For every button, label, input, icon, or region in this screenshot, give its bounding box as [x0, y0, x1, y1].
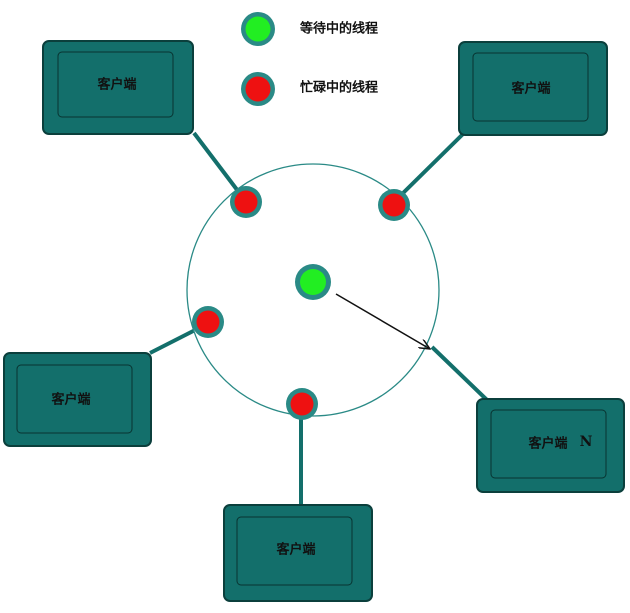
connector-top-right [396, 132, 465, 200]
connector-right [430, 345, 489, 402]
legend-busy-marker [241, 72, 275, 106]
legend: 等待中的线程 忙碌中的线程 [241, 12, 378, 106]
client-n-suffix: N [580, 434, 593, 450]
client-label: 客户端 [97, 77, 136, 93]
legend-busy-label: 忙碌中的线程 [300, 80, 378, 96]
client-box-left: 客户端 [3, 352, 152, 447]
legend-waiting-marker [241, 12, 275, 46]
busy-thread-top-right [378, 189, 410, 221]
client-box-n: 客户端 N [476, 398, 625, 493]
legend-waiting-label: 等待中的线程 [299, 21, 378, 37]
client-box-top-right: 客户端 [458, 41, 608, 136]
waiting-thread-center [295, 264, 331, 300]
client-label: 客户端 [276, 542, 315, 558]
client-label: 客户端 [528, 436, 567, 452]
busy-thread-left [192, 306, 224, 338]
busy-thread-top-left [230, 186, 262, 218]
client-label: 客户端 [511, 81, 550, 97]
client-box-top-left: 客户端 [42, 40, 194, 135]
client-label: 客户端 [51, 392, 90, 408]
client-box-bottom: 客户端 [223, 504, 373, 602]
dispatch-arrow [335, 293, 430, 349]
busy-thread-bottom [286, 388, 318, 420]
connector-top-left [192, 131, 246, 201]
